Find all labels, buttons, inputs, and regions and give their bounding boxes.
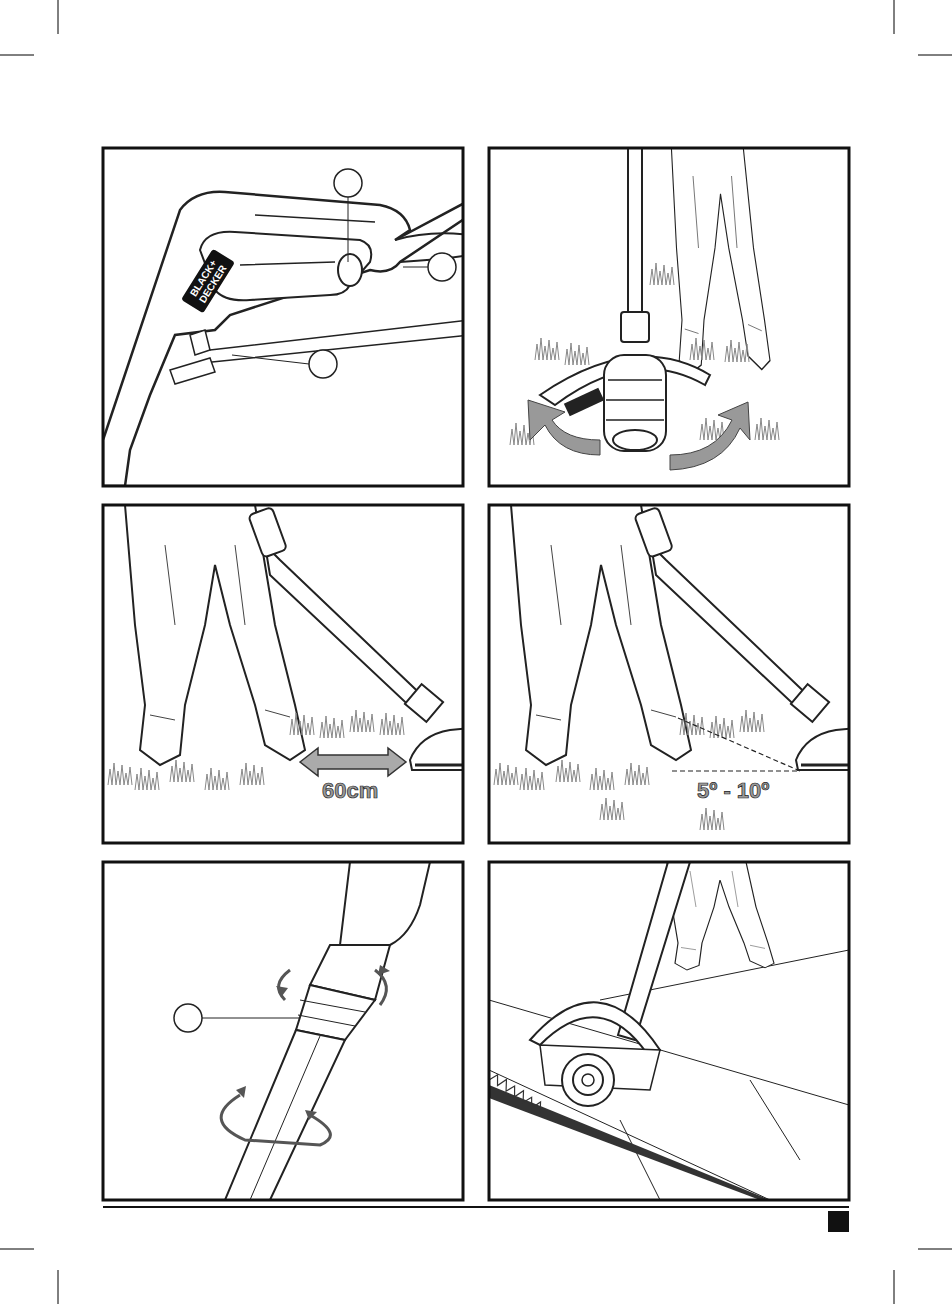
angle-label: 5º - 10º: [697, 778, 769, 804]
dimension-label: 60cm: [322, 778, 378, 804]
